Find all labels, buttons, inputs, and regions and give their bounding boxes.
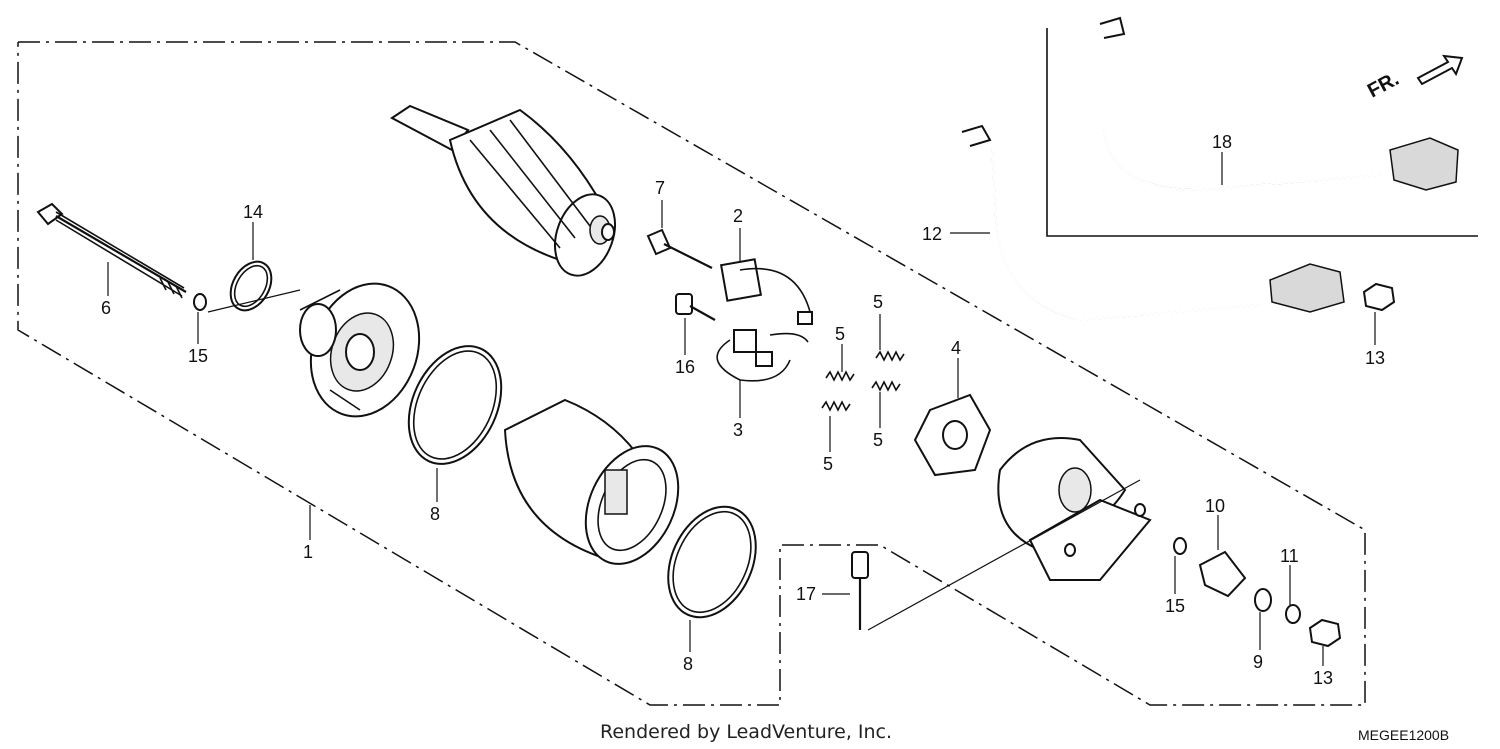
- nut-part-13-upper: [1362, 282, 1396, 312]
- callout-3: 3: [733, 420, 743, 440]
- callout-8a: 8: [430, 504, 440, 524]
- callout-8b: 8: [683, 654, 693, 674]
- spring-part-5-c: [875, 350, 905, 362]
- spring-part-5-b: [821, 400, 851, 412]
- callout-5c: 5: [873, 430, 883, 450]
- callout-16: 16: [675, 357, 695, 377]
- callout-15a: 15: [188, 346, 208, 366]
- callout-6: 6: [101, 298, 111, 318]
- callout-15b: 15: [1165, 596, 1185, 616]
- spring-part-5-d: [871, 380, 901, 392]
- callout-2: 2: [733, 206, 743, 226]
- callout-4: 4: [951, 338, 961, 358]
- brush-plate-part-3: [716, 329, 809, 382]
- washer-part-9: [1254, 588, 1272, 612]
- washer-part-15-right: [1173, 537, 1187, 555]
- callout-12: 12: [922, 224, 942, 244]
- o-ring-part-8-upper-inner: [412, 350, 498, 460]
- inset-box: [1046, 28, 1478, 237]
- armature: [390, 104, 616, 277]
- callout-7: 7: [655, 178, 665, 198]
- credit-text: Rendered by LeadVenture, Inc.: [600, 721, 892, 743]
- o-ring-part-8-lower-inner: [672, 510, 752, 614]
- callout-11: 11: [1280, 546, 1299, 566]
- callout-13a: 13: [1313, 668, 1333, 688]
- o-ring-part-8-upper: [407, 345, 503, 465]
- starter-cable-part-12: [961, 124, 1345, 322]
- callout-17: 17: [796, 584, 816, 604]
- callout-labels: 1 2 3 4 5 5 5 5 6 7 8 8 9 10 11 12 13 13…: [101, 132, 1385, 688]
- spring-part-5-a: [825, 370, 855, 382]
- ground-cable-part-18: [1099, 16, 1459, 192]
- leader-lines: [107, 152, 1376, 666]
- washer-part-11: [1285, 604, 1301, 624]
- o-ring-part-14-inner: [233, 264, 269, 308]
- o-ring-part-14: [229, 260, 273, 312]
- callout-14: 14: [243, 202, 263, 222]
- callout-5d: 5: [823, 454, 833, 474]
- callout-9: 9: [1253, 652, 1263, 672]
- washer-part-15-left: [193, 293, 207, 311]
- terminal-bolt-part-7: [646, 228, 713, 269]
- callout-5b: 5: [873, 292, 883, 312]
- rear-cover: [997, 437, 1152, 581]
- diagram-code: MEGEE1200B: [1358, 727, 1449, 743]
- nut-part-13-lower: [1308, 618, 1342, 648]
- front-cover: [299, 282, 421, 418]
- brush-holder-part-2: [719, 258, 813, 325]
- front-direction-arrow: [1416, 54, 1464, 86]
- callout-10: 10: [1205, 496, 1225, 516]
- direction-marker-label: FR.: [1364, 68, 1403, 103]
- o-ring-part-8-lower: [667, 505, 757, 619]
- callout-18: 18: [1212, 132, 1232, 152]
- bolt-part-16: [675, 293, 716, 321]
- long-bolt-part-6: [36, 202, 187, 299]
- yoke-housing: [503, 398, 680, 565]
- mounting-bolt-part-17: [851, 551, 869, 630]
- callout-1: 1: [303, 542, 313, 562]
- callout-13b: 13: [1365, 348, 1385, 368]
- insulator-part-10: [1198, 550, 1247, 598]
- damper-part-4: [913, 393, 992, 477]
- callout-5a: 5: [835, 324, 845, 344]
- assembly-boundary-main: [17, 41, 1366, 706]
